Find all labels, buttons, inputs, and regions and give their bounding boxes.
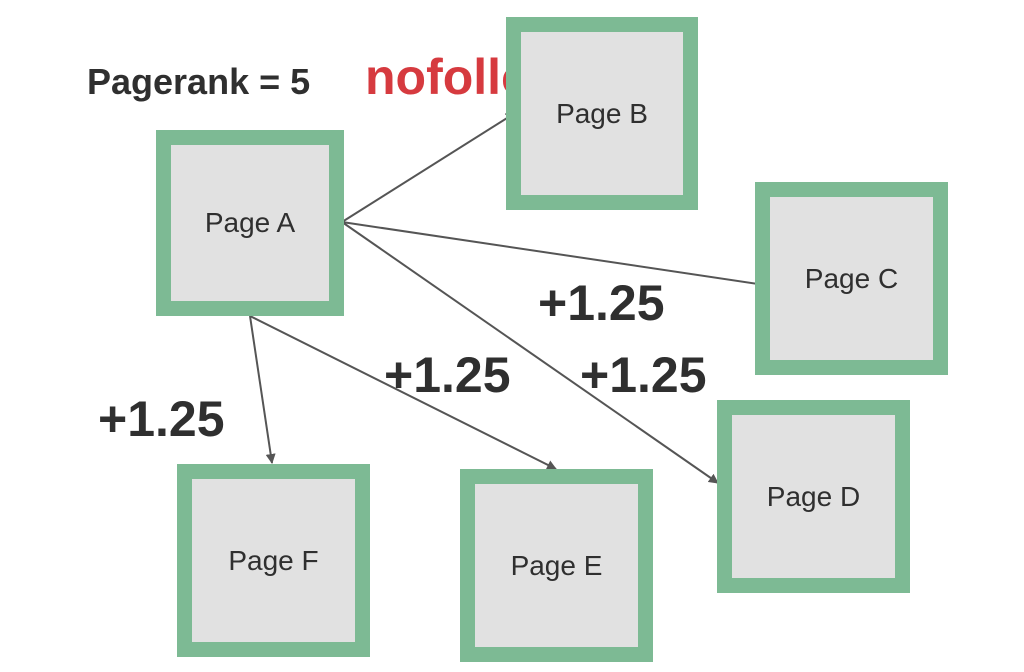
link-value-page-e: +1.25 [384,347,511,403]
link-value-page-d: +1.25 [580,347,707,403]
arrow-a-to-c [341,221,766,289]
page-a-node: Page A [156,130,344,316]
page-d-node: Page D [717,400,910,593]
page-b-node: Page B [506,17,698,210]
page-c-label: Page C [804,262,899,294]
page-d-label: Page D [766,480,861,512]
page-a-label: Page A [204,207,296,238]
page-f-label: Page F [228,544,319,576]
arrow-a-to-d [341,221,719,484]
page-b-label: Page B [556,97,648,129]
page-c-node: Page C [755,182,948,375]
link-value-page-c: +1.25 [538,275,665,331]
page-e-node: Page E [460,469,653,662]
arrow-a-to-b [341,112,516,223]
link-value-page-f: +1.25 [98,391,225,447]
pagerank-label: Pagerank = 5 [87,61,311,102]
page-e-label: Page E [510,549,603,581]
arrow-a-to-f [249,315,276,464]
page-f-node: Page F [177,464,370,657]
arrow-a-to-e [249,315,557,470]
